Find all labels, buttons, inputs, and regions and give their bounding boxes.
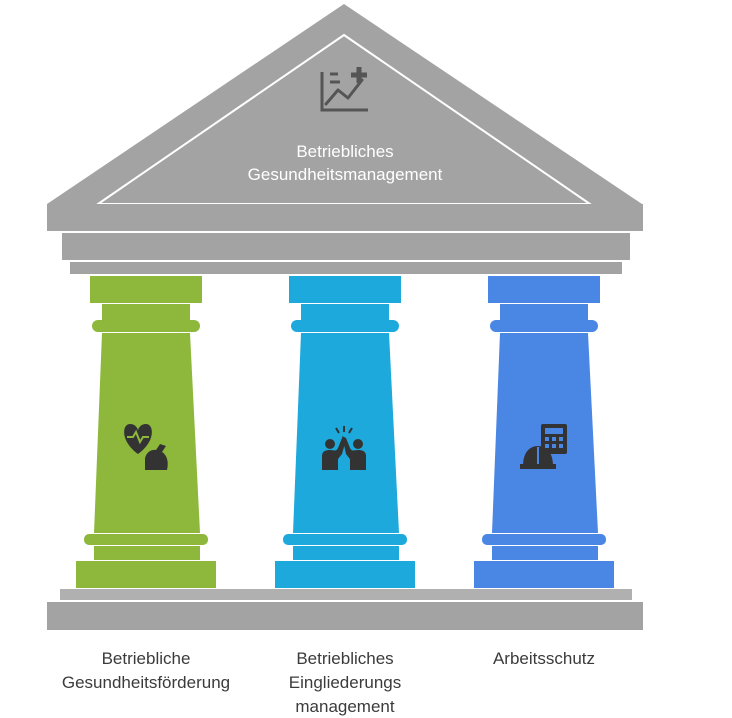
hardhat-calculator-icon [520,424,567,469]
pillar-shaft [293,333,399,533]
entablature [62,233,630,261]
base-step-top [60,589,632,601]
caption-2-line-3: management [295,697,395,716]
pillar-arbeitsschutz [474,276,614,588]
caption-2-line-1: Betriebliches [296,649,393,668]
pillar-capital [90,276,202,303]
pillar-base [275,561,415,588]
caption-1-line-2: Gesundheitsförderung [62,673,230,692]
high-five-icon [322,426,366,470]
roof-title-line-2: Gesundheitsmanagement [248,165,443,184]
caption-2-line-2: Eingliederungs [289,673,401,692]
heart-flex-icon [124,424,168,470]
pillar-eingliederungsmanagement [275,276,415,588]
roof-cornice [47,204,643,232]
caption-3-line-1: Arbeitsschutz [493,649,595,668]
pillar-ring-bottom [84,534,208,545]
pillar-base [474,561,614,588]
pillar-ring-bottom [482,534,606,545]
base-step-bottom [47,602,643,630]
pillar-ring-top [92,320,200,332]
pillar-capital [488,276,600,303]
roof-title-line-1: Betriebliches [296,142,393,161]
temple-base [47,589,643,630]
pillar-ring-bottom [283,534,407,545]
pillar-ring-top [490,320,598,332]
roof: Betriebliches Gesundheitsmanagement [47,4,643,274]
entablature-lower [70,262,622,274]
pillar-capital [289,276,401,303]
pillar-base [76,561,216,588]
pillar-ring-top [291,320,399,332]
pillar-gesundheitsfoerderung [76,276,216,588]
caption-1-line-1: Betriebliche [102,649,191,668]
roof-pediment [47,4,642,204]
chart-plus-icon [320,67,368,112]
captions: Betriebliche Gesundheitsförderung Betrie… [62,649,595,716]
